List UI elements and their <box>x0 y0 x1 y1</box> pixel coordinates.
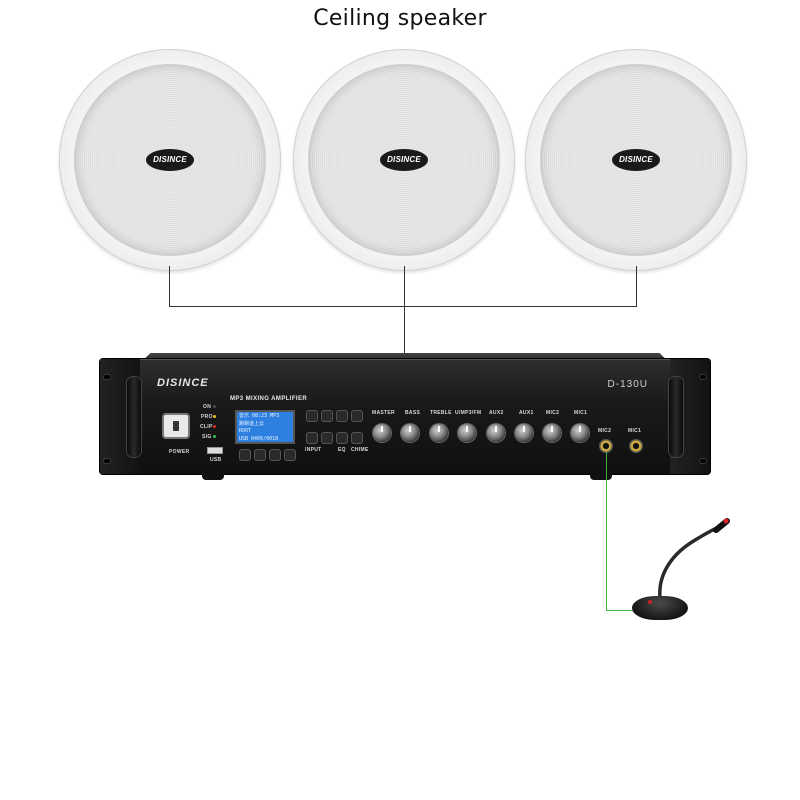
rack-hole <box>700 459 706 463</box>
preset-button-1[interactable] <box>240 450 250 460</box>
clip-indicator-led <box>213 425 216 428</box>
aux1-knob[interactable] <box>515 424 533 442</box>
usb-port[interactable] <box>207 447 223 454</box>
mixing-amplifier: DISINCE D-130U POWER ON PRO CLIP SIG USB… <box>100 353 710 483</box>
jack-label-mic1: MIC1 <box>628 428 642 434</box>
panel-title: MP3 MIXING AMPLIFIER <box>230 396 308 402</box>
previous-button[interactable] <box>322 411 332 421</box>
channel-label-usb-mp3-fm: U/MP3/FM <box>455 410 482 416</box>
preset-button-3[interactable] <box>270 450 280 460</box>
chime-button[interactable] <box>352 433 362 443</box>
microphone-wire-horizontal <box>606 610 636 611</box>
microphone-tip-led <box>723 518 729 524</box>
speaker-wire-center <box>404 266 405 353</box>
microphone-base <box>632 596 688 620</box>
speaker-brand-logo: DISINCE <box>146 149 194 171</box>
ceiling-speaker-right: DISINCE <box>525 49 747 271</box>
speaker-brand-logo: DISINCE <box>380 149 428 171</box>
channel-label-master: MASTER <box>372 410 395 416</box>
power-switch[interactable] <box>164 415 188 437</box>
eq-button[interactable] <box>337 433 347 443</box>
lcd-line: 跑跑道上云 <box>239 420 265 427</box>
mic1-knob[interactable] <box>571 424 589 442</box>
eq-label: EQ <box>338 447 346 453</box>
amplifier-front-panel <box>100 359 710 474</box>
channel-label-bass: BASS <box>405 410 421 416</box>
aux2-knob[interactable] <box>487 424 505 442</box>
indicator-label-on: ON <box>203 404 212 410</box>
speaker-bus-wire <box>169 306 637 307</box>
usb-mp3-fm-knob[interactable] <box>458 424 476 442</box>
treble-knob[interactable] <box>430 424 448 442</box>
master-volume-knob[interactable] <box>373 424 391 442</box>
sig-indicator-led <box>213 435 216 438</box>
mic2-knob[interactable] <box>543 424 561 442</box>
diagram-title: Ceiling speaker <box>313 6 487 31</box>
preset-button-2[interactable] <box>255 450 265 460</box>
gooseneck-microphone <box>658 518 730 600</box>
channel-label-aux1: AUX1 <box>519 410 534 416</box>
rack-hole <box>104 375 110 379</box>
play-pause-button[interactable] <box>307 411 317 421</box>
channel-label-mic1: MIC1 <box>574 410 588 416</box>
amplifier-brand: DISINCE <box>157 377 209 389</box>
rack-handle-right <box>669 377 683 457</box>
next-button[interactable] <box>337 411 347 421</box>
rack-handle-left <box>127 377 141 457</box>
lcd-line: 音乐 08:23 MP3 <box>239 413 280 419</box>
preset-button-4[interactable] <box>285 450 295 460</box>
lcd-line: ROOT <box>239 428 252 434</box>
rack-hole <box>700 375 706 379</box>
indicator-label-clip: CLIP <box>200 424 213 430</box>
ceiling-speaker-center: DISINCE <box>293 49 515 271</box>
speaker-brand-logo: DISINCE <box>612 149 660 171</box>
on-indicator-led <box>213 405 216 408</box>
bass-knob[interactable] <box>401 424 419 442</box>
lcd-line: USB 0406/0018 <box>239 435 279 442</box>
chime-label: CHIME <box>351 447 369 453</box>
power-label: POWER <box>169 449 190 455</box>
lcd-display: 音乐 08:23 MP3 跑跑道上云 ROOT USB 0406/0018 <box>235 410 295 444</box>
usb-label: USB <box>210 457 222 463</box>
mic1-input-jack[interactable] <box>629 439 643 453</box>
rack-hole <box>104 459 110 463</box>
channel-label-treble: TREBLE <box>430 410 452 416</box>
microphone-wire-vertical <box>606 452 607 611</box>
mode-button[interactable] <box>352 411 362 421</box>
indicator-label-sig: SIG <box>202 434 212 440</box>
input-label: INPUT <box>305 447 322 453</box>
indicator-label-pro: PRO <box>201 414 213 420</box>
amplifier-model: D-130U <box>607 379 648 390</box>
amplifier-foot <box>590 474 612 480</box>
mic2-input-jack[interactable] <box>599 439 613 453</box>
amplifier-top-edge <box>140 353 670 363</box>
microphone-gooseneck <box>658 522 726 600</box>
ceiling-speaker-left: DISINCE <box>59 49 281 271</box>
channel-label-mic2: MIC2 <box>546 410 560 416</box>
channel-label-aux2: AUX2 <box>489 410 504 416</box>
repeat-button[interactable] <box>322 433 332 443</box>
jack-label-mic2: MIC2 <box>598 428 612 434</box>
speaker-wire-right <box>636 266 637 306</box>
amplifier-foot <box>202 474 224 480</box>
pro-indicator-led <box>213 415 216 418</box>
speaker-wire-left <box>169 266 170 306</box>
input-button[interactable] <box>307 433 317 443</box>
